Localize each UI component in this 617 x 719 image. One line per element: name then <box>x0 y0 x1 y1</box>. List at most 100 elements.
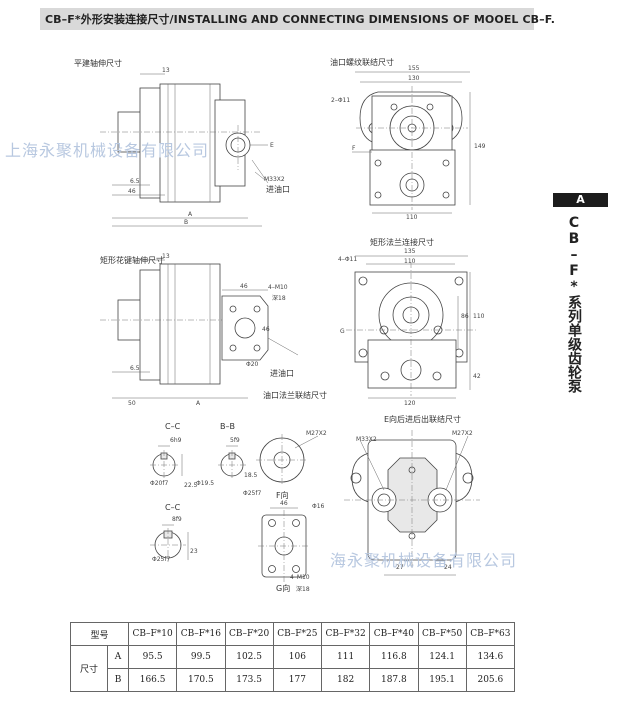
caption-f-view: F向 <box>276 491 289 500</box>
table-cell: 177 <box>272 668 323 692</box>
label-m10-bolts: 4–M10 <box>268 284 288 291</box>
dim-42: 42 <box>473 373 481 380</box>
caption-spline-shaft: 矩形花键轴伸尺寸 <box>100 256 164 265</box>
dim-46c: 46 <box>262 326 270 333</box>
dim-phi16: Φ16 <box>312 503 325 510</box>
dim-130: 130 <box>408 75 420 82</box>
table-cell: 187.8 <box>369 668 419 692</box>
drawing-spline-shaft-side <box>100 259 269 399</box>
drawing-view-f <box>256 434 308 486</box>
drawing-flat-shaft-side <box>100 73 268 227</box>
dim-4-phi11: 4–Φ11 <box>338 256 358 263</box>
label-inlet-port-1: 进油口 <box>266 185 290 194</box>
drawing-view-g <box>258 507 310 582</box>
drawing-port-thread-front <box>352 71 471 214</box>
dim-f-arrow: F <box>352 145 356 152</box>
dim-g-arrow: G <box>340 328 345 335</box>
label-m10-bolts-g: 4–M10 <box>290 574 310 581</box>
dim-6-5a: 6.5 <box>130 178 140 185</box>
dim-a-2: A <box>196 400 201 407</box>
dim-46d: 46 <box>280 500 288 507</box>
dim-a-1: A <box>188 211 193 218</box>
dim-e-arrow: E <box>270 142 274 149</box>
table-cell: 170.5 <box>176 668 226 692</box>
page-title: CB–F*外形安装连接尺寸/INSTALLING AND CONNECTING … <box>45 13 556 26</box>
table-cell: 116.8 <box>369 645 419 669</box>
table-cell: 134.6 <box>465 645 516 669</box>
dim-phi20f7: Φ20f7 <box>150 480 169 487</box>
dim-phi25f7-bb: Φ25f7 <box>243 490 262 497</box>
dim-22-5: 22.5 <box>184 482 198 489</box>
table-header-cell: CB–F*16 <box>176 622 226 646</box>
dim-110a: 110 <box>406 214 418 221</box>
label-m33-thread: M33X2 <box>264 176 285 183</box>
watermark-top: 上海永聚机械设备有限公司 <box>5 141 210 160</box>
table-cell: 95.5 <box>127 645 178 669</box>
table-header-cell: CB–F*32 <box>320 622 371 646</box>
label-depth-18: 深18 <box>272 295 286 302</box>
table-cell: 205.6 <box>465 668 516 692</box>
table-row: 尺寸 A 95.5 99.5 102.5 106 111 116.8 124.1… <box>70 645 516 692</box>
dim-110c: 110 <box>473 313 485 320</box>
dim-b-1: B <box>184 219 189 226</box>
caption-e-view: E向后进后出联结尺寸 <box>384 415 462 424</box>
dim-13a: 13 <box>162 67 170 74</box>
side-tab-title: CB–F*系列单级齿轮泵 <box>566 215 582 393</box>
dim-120: 120 <box>404 400 416 407</box>
table-header-cell: CB–F*40 <box>369 622 419 646</box>
side-tab-background <box>553 193 608 207</box>
table-cell: 111 <box>320 645 371 669</box>
dim-phi20: Φ20 <box>246 361 259 368</box>
dim-46b: 46 <box>240 283 248 290</box>
caption-port-thread: 油口螺纹联结尺寸 <box>330 58 394 67</box>
spec-table: 型号 CB–F*10 CB–F*16 CB–F*20 CB–F*25 CB–F*… <box>70 622 516 692</box>
watermark-bottom: 海永聚机械设备有限公司 <box>330 551 518 570</box>
dim-2-phi11: 2–Φ11 <box>331 97 351 104</box>
dim-86: 86 <box>461 313 469 320</box>
caption-cc-1: C–C <box>165 422 181 431</box>
dim-phi25f7-cc: Φ25f7 <box>152 556 171 563</box>
table-cell: 166.5 <box>127 668 178 692</box>
dim-149: 149 <box>474 143 486 150</box>
dim-8f9: 8f9 <box>172 516 182 523</box>
dim-155: 155 <box>408 65 420 72</box>
dim-18-5: 18.5 <box>244 472 258 479</box>
table-row-key: B <box>107 668 129 692</box>
table-header-cell: CB–F*20 <box>224 622 274 646</box>
table-header-cell: CB–F*50 <box>417 622 467 646</box>
label-m27-thread-e: M27X2 <box>452 430 473 437</box>
label-m27-thread-f: M27X2 <box>306 430 327 437</box>
dim-50: 50 <box>128 400 136 407</box>
caption-cc-2: C–C <box>165 503 181 512</box>
table-cell: 195.1 <box>417 668 467 692</box>
caption-port-flange: 油口法兰联结尺寸 <box>263 391 327 400</box>
label-inlet-port-2: 进油口 <box>270 369 294 378</box>
dim-27: 27 <box>396 564 404 571</box>
header-bar <box>40 8 534 30</box>
caption-bb: B–B <box>220 422 235 431</box>
dim-13b: 13 <box>162 253 170 260</box>
table-header-row: 型号 CB–F*10 CB–F*16 CB–F*20 CB–F*25 CB–F*… <box>70 622 516 646</box>
drawing-section-bb <box>218 445 246 480</box>
label-m33-thread-e: M33X2 <box>356 436 377 443</box>
caption-flat-shaft: 平建轴伸尺寸 <box>74 59 122 68</box>
table-row: B 166.5 170.5 173.5 177 182 187.8 195.1 … <box>71 668 516 692</box>
dim-135: 135 <box>404 248 416 255</box>
dim-110b: 110 <box>404 258 416 265</box>
table-header-cell: CB–F*10 <box>127 622 178 646</box>
dim-23: 23 <box>190 548 198 555</box>
dim-24: 24 <box>444 564 452 571</box>
drawing-section-cc-1 <box>150 445 183 480</box>
table-header-cell: CB–F*25 <box>272 622 323 646</box>
caption-g-view: G向 <box>276 584 291 593</box>
dim-phi19-5: Φ19.5 <box>196 480 215 487</box>
dim-6-5b: 6.5 <box>130 365 140 372</box>
table-cell: 173.5 <box>224 668 274 692</box>
dim-6h9: 6h9 <box>170 437 182 444</box>
table-row-label: 尺寸 <box>70 645 108 692</box>
drawing-rect-flange-front <box>346 255 476 399</box>
table-cell: 106 <box>272 645 323 669</box>
dim-46a: 46 <box>128 188 136 195</box>
table-cell: 102.5 <box>224 645 274 669</box>
